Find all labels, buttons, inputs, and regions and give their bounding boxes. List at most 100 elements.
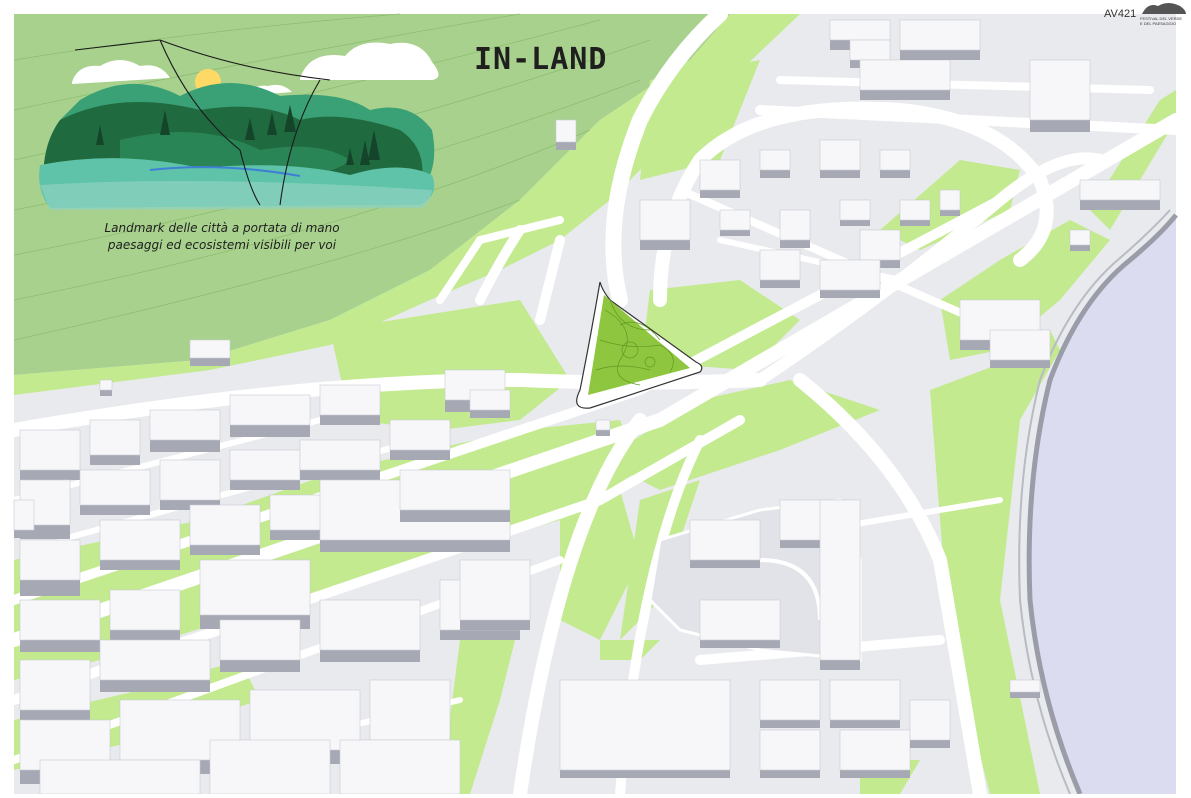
building-side: [840, 770, 910, 778]
building-side: [190, 358, 230, 366]
building: [99, 639, 211, 681]
building-side: [110, 630, 180, 640]
building-side: [720, 230, 750, 236]
building: [989, 329, 1051, 361]
building-side: [900, 50, 980, 60]
building: [819, 499, 861, 661]
building: [759, 149, 791, 171]
building-side: [1030, 120, 1090, 132]
building-side: [20, 470, 80, 480]
caption-line-2: paesaggi ed ecosistemi visibili per voi: [107, 238, 337, 252]
landscape-illustration-icon: [39, 39, 439, 210]
building: [879, 149, 911, 171]
building-side: [470, 410, 510, 418]
building: [209, 739, 331, 795]
page-title: IN-LAND: [474, 42, 608, 77]
building: [199, 559, 311, 616]
building-side: [596, 430, 610, 436]
building: [299, 439, 381, 471]
building: [699, 599, 781, 641]
building-side: [14, 530, 34, 538]
building: [859, 229, 901, 261]
building-side: [690, 560, 760, 568]
logo-line-1: FESTIVAL DEL VERDE: [1140, 16, 1183, 21]
building: [839, 729, 911, 771]
building-side: [320, 650, 420, 662]
building: [399, 469, 511, 511]
building: [559, 679, 731, 771]
building: [839, 199, 871, 221]
building: [829, 19, 891, 41]
building: [759, 729, 821, 771]
building-side: [556, 142, 576, 150]
building: [819, 139, 861, 171]
building: [699, 159, 741, 191]
building: [459, 559, 531, 621]
building-side: [820, 290, 880, 298]
building-side: [760, 280, 800, 288]
building-side: [230, 480, 300, 490]
building: [759, 679, 821, 721]
building-side: [820, 660, 860, 670]
building-side: [820, 170, 860, 178]
building: [1029, 59, 1091, 121]
building: [159, 459, 221, 501]
building-side: [100, 560, 180, 570]
building-side: [320, 540, 510, 552]
building: [319, 384, 381, 416]
building-side: [560, 770, 730, 778]
building-side: [840, 220, 870, 226]
building-side: [20, 580, 80, 596]
building-side: [1010, 692, 1040, 698]
building: [99, 379, 113, 391]
building-side: [700, 640, 780, 648]
building-side: [440, 630, 520, 640]
building: [109, 589, 181, 631]
festival-logo-icon: FESTIVAL DEL VERDE E DEL PAESAGGIO: [1140, 0, 1188, 30]
building: [1009, 679, 1041, 693]
building-side: [830, 720, 900, 728]
building: [219, 619, 301, 661]
building: [339, 739, 461, 795]
building: [899, 19, 981, 51]
building-side: [230, 425, 310, 437]
building: [99, 519, 181, 561]
building-side: [940, 210, 960, 216]
building-side: [910, 740, 950, 748]
building: [229, 394, 311, 426]
building: [19, 539, 81, 581]
building-side: [100, 680, 210, 692]
building-side: [20, 710, 90, 722]
project-code: AV421: [1104, 8, 1137, 20]
building-side: [1070, 245, 1090, 251]
building-side: [1080, 200, 1160, 210]
logo-line-2: E DEL PAESAGGIO: [1140, 21, 1177, 26]
building-side: [150, 440, 220, 452]
building-side: [460, 620, 530, 630]
building: [849, 39, 891, 61]
building-side: [20, 640, 100, 652]
building: [859, 59, 951, 91]
building: [779, 209, 811, 241]
building: [39, 759, 201, 795]
building: [389, 419, 451, 451]
building-side: [760, 770, 820, 778]
building: [1069, 229, 1091, 246]
building: [189, 504, 261, 546]
building: [939, 189, 961, 211]
building: [13, 499, 35, 531]
water: [1018, 209, 1178, 795]
building-side: [220, 660, 300, 672]
building-side: [860, 90, 950, 100]
building-side: [700, 190, 740, 198]
building: [19, 599, 101, 641]
building-side: [400, 510, 510, 522]
building-side: [640, 240, 690, 250]
building: [319, 599, 421, 651]
building: [595, 419, 611, 431]
caption-line-1: Landmark delle città a portata di mano: [104, 221, 340, 235]
building: [899, 199, 931, 221]
building-side: [300, 470, 380, 480]
